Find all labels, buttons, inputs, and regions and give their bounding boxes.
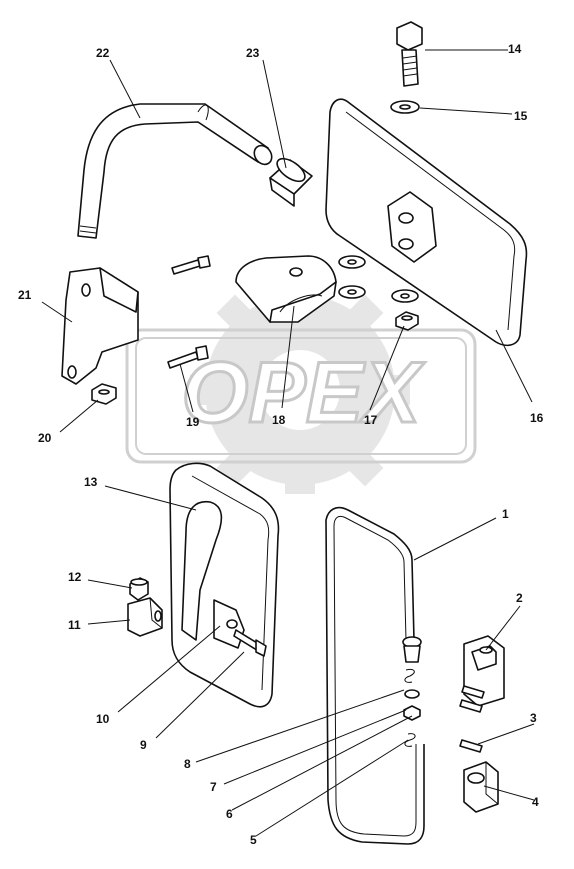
leader-lines [41,49,535,837]
callout-3: 3 [530,711,537,725]
callout-17: 17 [364,413,378,427]
part-22-tube [77,103,273,239]
callout-19: 19 [186,415,200,429]
part-20-nut [91,383,117,405]
callout-8: 8 [184,757,191,771]
part-23-sleeve [269,157,313,207]
part-19-bolt [167,345,209,369]
part-16-mirror [325,98,528,347]
part-14-bolt [396,21,423,87]
callout-9: 9 [140,738,147,752]
callout-20: 20 [38,431,52,445]
callout-22: 22 [96,46,110,60]
part-1-frame [325,506,425,845]
watermark: OPEX [125,280,477,494]
callout-21: 21 [18,288,32,302]
callout-12: 12 [68,570,82,584]
callout-13: 13 [84,475,98,489]
callout-2: 2 [516,591,523,605]
part-9-screw [233,629,267,657]
part-18-clamp [235,255,337,323]
part-11-clip [127,597,163,637]
watermark-gear [190,280,410,494]
watermark-frame-inner [135,337,467,455]
callout-1: 1 [502,507,509,521]
callout-4: 4 [532,795,539,809]
callout-5: 5 [250,833,257,847]
callout-15: 15 [514,109,528,123]
washer-group [338,255,419,331]
parts-5-8-stack [403,669,421,747]
small-bolt [171,255,211,275]
callout-11: 11 [68,618,81,632]
callout-10: 10 [96,712,110,726]
callout-labels: 14 22 23 15 21 19 18 17 16 20 13 1 12 2 … [18,42,544,847]
part-15-washer [390,100,420,114]
part-4-clamp [463,761,499,813]
callout-7: 7 [210,780,217,794]
part-13-mirror [169,462,280,708]
part-12-cap [129,577,149,601]
callout-16: 16 [530,411,544,425]
callout-14: 14 [508,42,522,56]
small-screws [459,685,485,753]
callout-6: 6 [226,807,233,821]
part-2-bracket [463,635,505,707]
part-21-bracket [61,267,139,385]
callout-23: 23 [246,46,260,60]
watermark-text: OPEX [182,345,426,441]
watermark-frame-outer [125,328,477,464]
callout-18: 18 [272,413,286,427]
